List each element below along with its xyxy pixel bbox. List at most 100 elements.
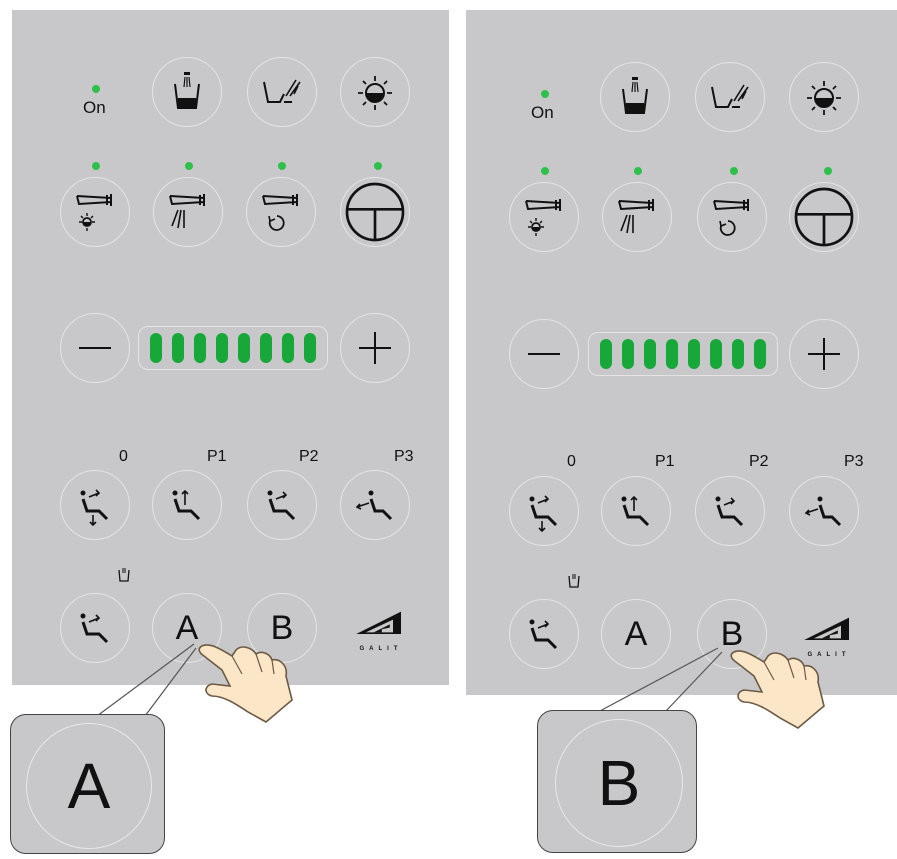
- memory-a-label: A: [625, 617, 648, 651]
- pointing-hand-icon: [728, 636, 838, 736]
- foot-control-button[interactable]: [340, 177, 410, 247]
- level-segment: [666, 339, 678, 369]
- preset-label-p3: P3: [844, 453, 864, 471]
- control-panel-right: On 0 P1 P2 P3: [466, 10, 897, 695]
- bowl-rinse-icon: [706, 73, 754, 121]
- handpiece-light-button[interactable]: [60, 177, 130, 247]
- level-segment: [732, 339, 744, 369]
- control-panel-left: On 0 P1 P2 P3: [12, 10, 449, 685]
- preset-label-0: 0: [119, 448, 128, 466]
- level-segment: [710, 339, 722, 369]
- cup-filler-button[interactable]: [600, 62, 670, 132]
- handpiece-spray-button[interactable]: [153, 177, 223, 247]
- indicator-handpiece-spray: [185, 162, 193, 170]
- on-label: On: [83, 98, 106, 118]
- preset-label-0: 0: [567, 453, 576, 471]
- plus-icon: [800, 330, 848, 378]
- handpiece-reverse-button[interactable]: [246, 177, 316, 247]
- indicator-handpiece-spray: [634, 167, 642, 175]
- chair-p1-button[interactable]: [152, 470, 222, 540]
- level-bar: [138, 326, 328, 370]
- increase-button[interactable]: [340, 313, 410, 383]
- chair-p2-button[interactable]: [695, 476, 765, 546]
- pointing-hand-icon: [196, 630, 306, 730]
- chair-zero-icon: [520, 487, 568, 535]
- power-indicator: [92, 85, 100, 93]
- handpiece-light-button[interactable]: [509, 182, 579, 252]
- chair-rinse-position-icon: [71, 604, 119, 652]
- callout-a: A: [10, 714, 165, 854]
- handpiece-spray-icon: [164, 188, 212, 236]
- handpiece-reverse-button[interactable]: [697, 182, 767, 252]
- decrease-button[interactable]: [509, 319, 579, 389]
- cup-filler-button[interactable]: [152, 57, 222, 127]
- foot-control-icon: [792, 185, 856, 249]
- chair-p3-button[interactable]: [789, 476, 859, 546]
- handpiece-light-icon: [71, 188, 119, 236]
- chair-p2-icon: [258, 481, 306, 529]
- callout-a-button: A: [26, 723, 152, 849]
- callout-b-letter: B: [598, 751, 641, 815]
- chair-rinse-position-button[interactable]: [509, 599, 579, 669]
- on-label: On: [531, 103, 554, 123]
- callout-b-button: B: [555, 719, 683, 847]
- galit-logo-text: GALIT: [348, 646, 414, 652]
- preset-label-p2: P2: [749, 453, 769, 471]
- chair-zero-icon: [71, 481, 119, 529]
- operating-light-button[interactable]: [789, 62, 859, 132]
- indicator-handpiece-reverse: [278, 162, 286, 170]
- increase-button[interactable]: [789, 319, 859, 389]
- indicator-handpiece-reverse: [730, 167, 738, 175]
- rinse-position-cup-icon: [566, 573, 582, 589]
- level-segment: [150, 333, 162, 363]
- operating-light-icon: [800, 73, 848, 121]
- level-segment: [260, 333, 272, 363]
- chair-p3-button[interactable]: [340, 470, 410, 540]
- handpiece-spray-button[interactable]: [602, 182, 672, 252]
- galit-logo-mark: [348, 610, 414, 642]
- handpiece-spray-icon: [613, 193, 661, 241]
- level-segment: [282, 333, 294, 363]
- minus-icon: [520, 330, 568, 378]
- level-bar: [588, 332, 778, 376]
- indicator-foot-control: [824, 167, 832, 175]
- callout-a-letter: A: [68, 754, 111, 818]
- handpiece-reverse-icon: [257, 188, 305, 236]
- chair-rinse-position-button[interactable]: [60, 593, 130, 663]
- cup-filler-icon: [163, 68, 211, 116]
- bowl-rinse-icon: [258, 68, 306, 116]
- indicator-handpiece-light: [92, 162, 100, 170]
- plus-icon: [351, 324, 399, 372]
- chair-p1-icon: [612, 487, 660, 535]
- callout-b: B: [537, 710, 697, 853]
- handpiece-light-icon: [520, 193, 568, 241]
- cup-filler-icon: [611, 73, 659, 121]
- bowl-rinse-button[interactable]: [695, 62, 765, 132]
- level-segment: [600, 339, 612, 369]
- rinse-position-cup-icon: [116, 567, 132, 583]
- power-indicator: [541, 90, 549, 98]
- decrease-button[interactable]: [60, 313, 130, 383]
- operating-light-icon: [351, 68, 399, 116]
- chair-p3-icon: [800, 487, 848, 535]
- level-segment: [622, 339, 634, 369]
- chair-zero-button[interactable]: [60, 470, 130, 540]
- chair-zero-button[interactable]: [509, 476, 579, 546]
- preset-label-p1: P1: [655, 453, 675, 471]
- preset-label-p2: P2: [299, 448, 319, 466]
- level-segment: [754, 339, 766, 369]
- galit-logo: GALIT: [348, 610, 414, 650]
- chair-p1-button[interactable]: [601, 476, 671, 546]
- chair-p3-icon: [351, 481, 399, 529]
- foot-control-button[interactable]: [789, 182, 859, 252]
- chair-p2-button[interactable]: [247, 470, 317, 540]
- handpiece-reverse-icon: [708, 193, 756, 241]
- operating-light-button[interactable]: [340, 57, 410, 127]
- chair-p1-icon: [163, 481, 211, 529]
- level-segment: [216, 333, 228, 363]
- bowl-rinse-button[interactable]: [247, 57, 317, 127]
- chair-p2-icon: [706, 487, 754, 535]
- memory-a-button[interactable]: A: [601, 599, 671, 669]
- preset-label-p1: P1: [207, 448, 227, 466]
- indicator-foot-control: [374, 162, 382, 170]
